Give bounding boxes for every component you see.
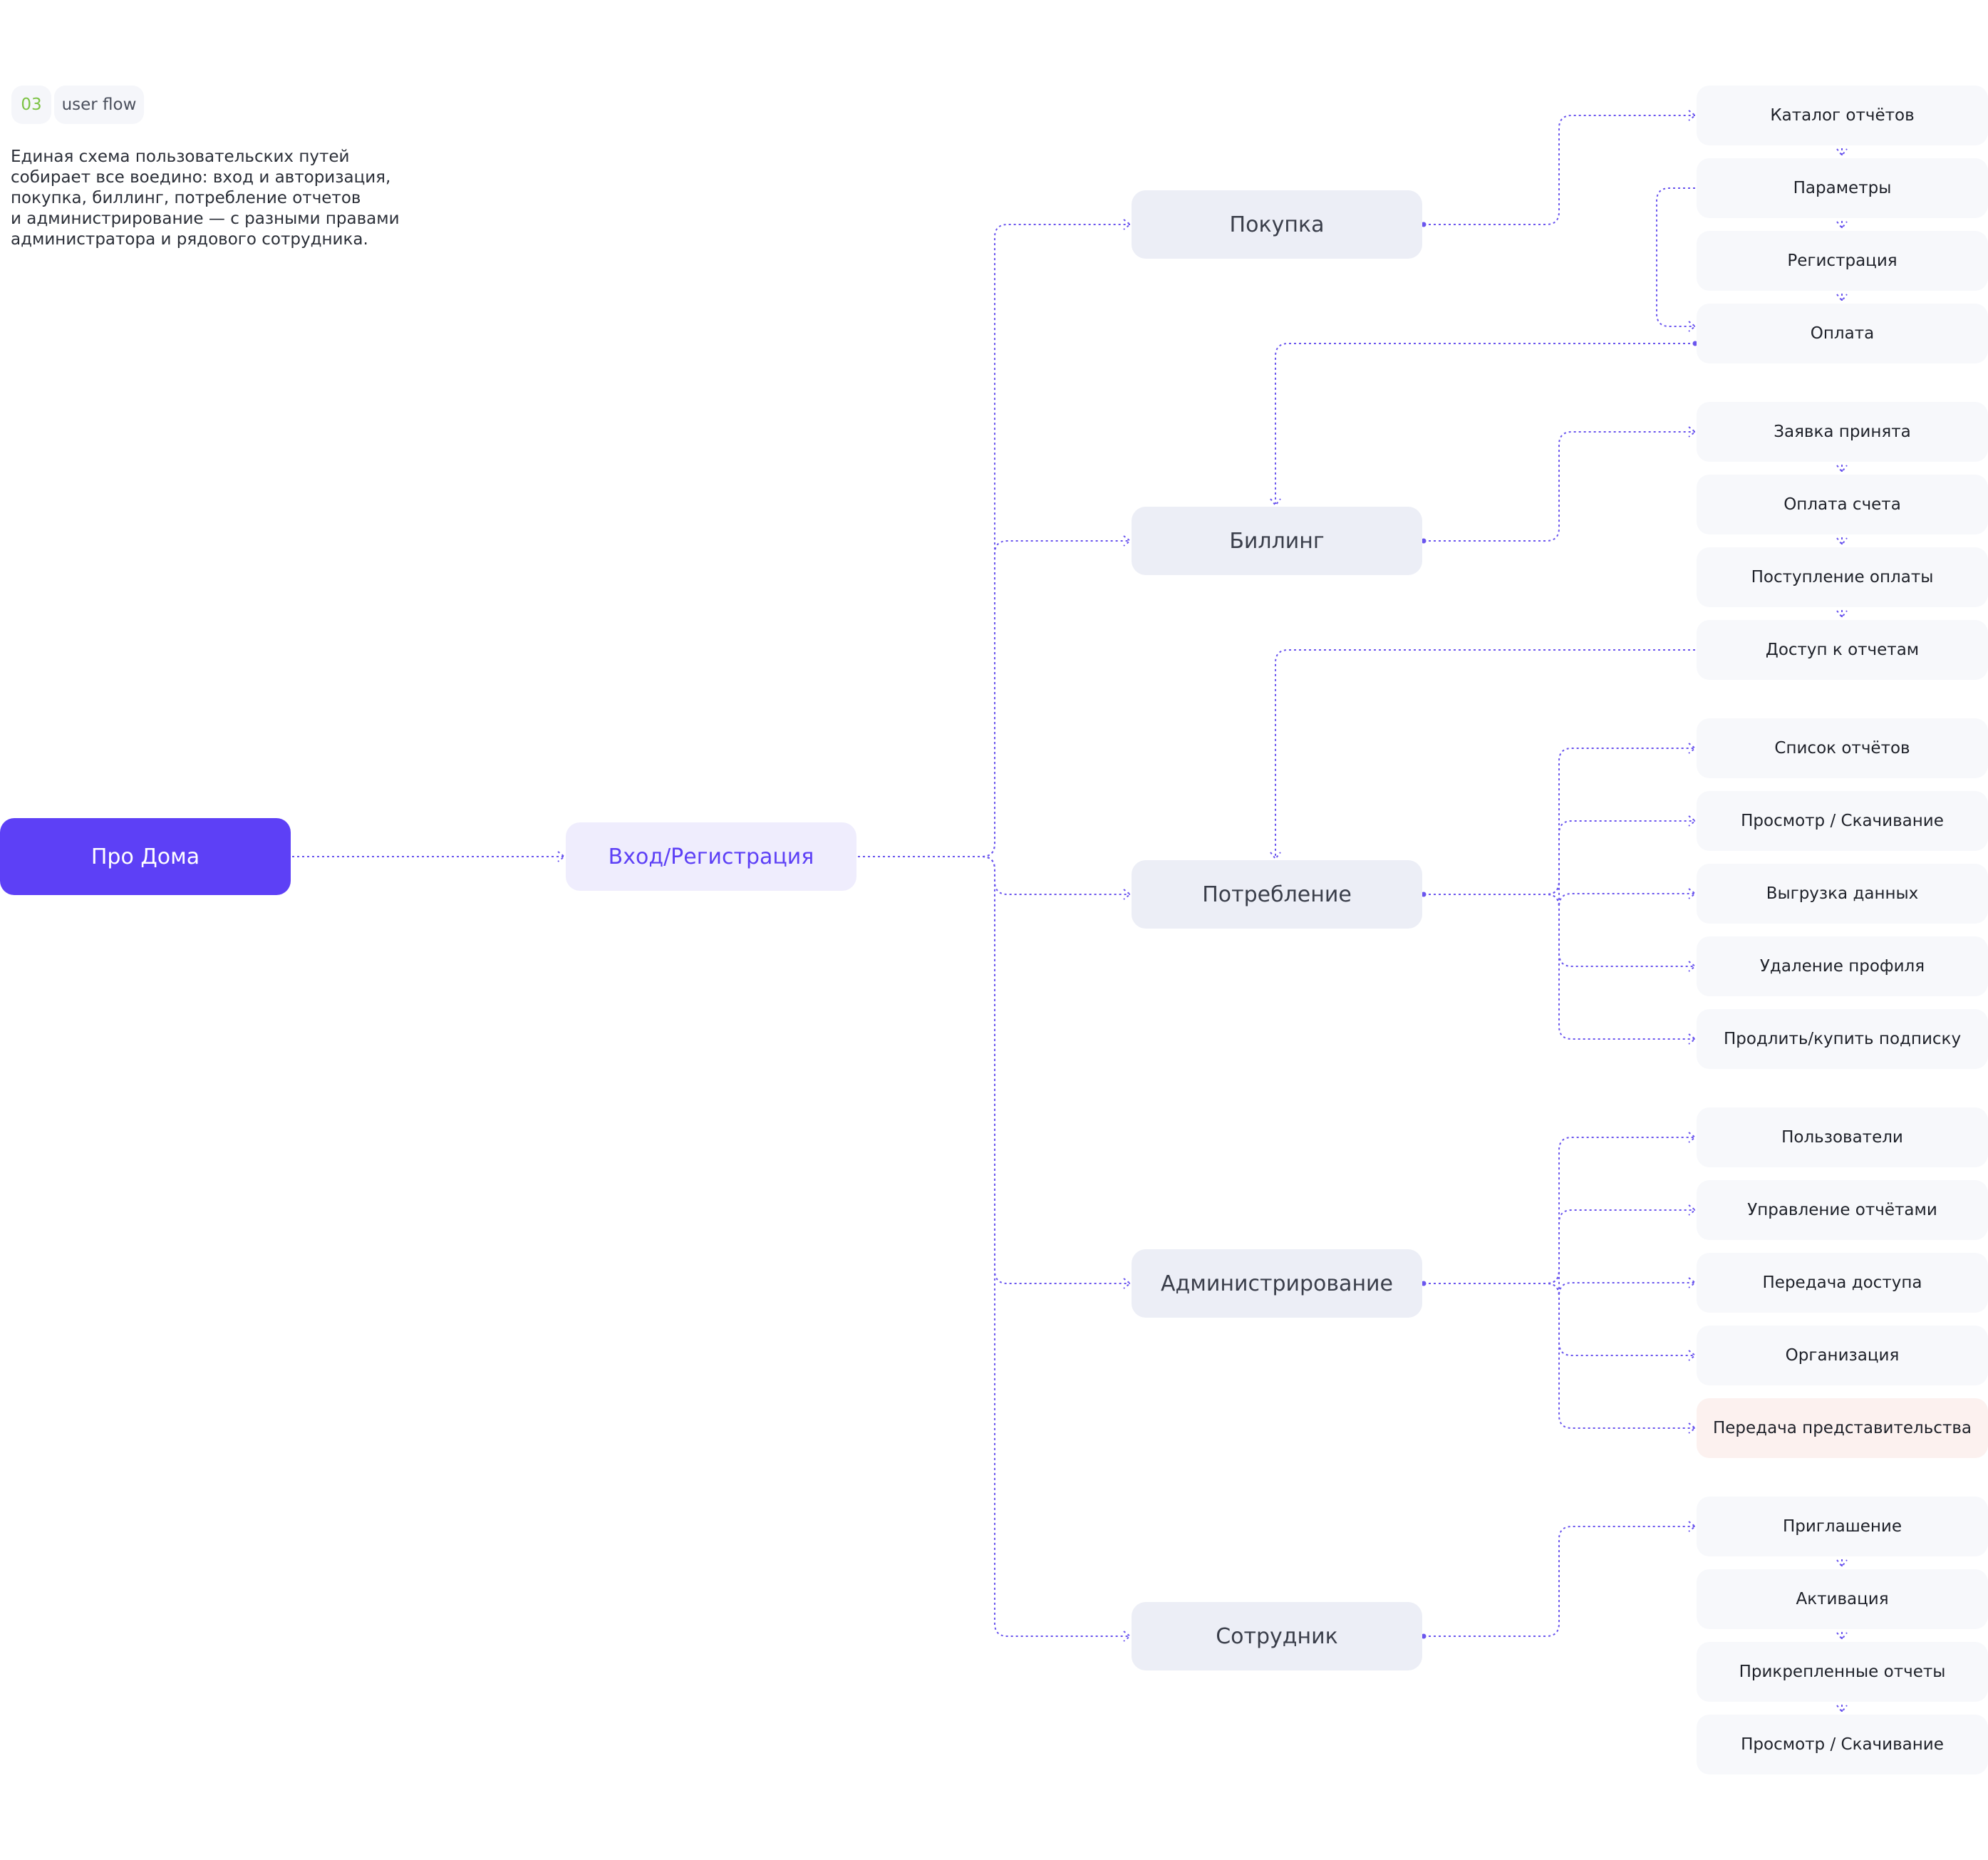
connector-28 <box>1656 187 1695 327</box>
root-node[interactable]: Про Дома <box>0 818 291 895</box>
leaf-employee-4[interactable]: Просмотр / Скачивание <box>1697 1715 1988 1774</box>
leaf-billing-2[interactable]: Оплата счета <box>1697 475 1988 534</box>
connector-24 <box>1424 1526 1695 1637</box>
auth-node[interactable]: Вход/Регистрация <box>566 822 856 891</box>
leaf-admin-5[interactable]: Передача представительства <box>1697 1398 1988 1458</box>
connector-5 <box>858 856 1130 1637</box>
arrow-down-icon <box>1270 498 1281 507</box>
leaf-billing-4[interactable]: Доступ к отчетам <box>1697 620 1988 680</box>
leaf-consumption-3[interactable]: Выгрузка данных <box>1697 864 1988 924</box>
section-employee[interactable]: Сотрудник <box>1132 1602 1422 1670</box>
connector-10 <box>1424 431 1695 542</box>
leaf-employee-1[interactable]: Приглашение <box>1697 1497 1988 1556</box>
connector-30 <box>1275 649 1695 857</box>
leaf-admin-3[interactable]: Передача доступа <box>1697 1253 1988 1313</box>
leaf-purchase-3[interactable]: Регистрация <box>1697 231 1988 291</box>
connector-23 <box>1424 1283 1695 1429</box>
connector-2 <box>858 540 1130 857</box>
leaf-admin-1[interactable]: Пользователи <box>1697 1107 1988 1167</box>
leaf-admin-4[interactable]: Организация <box>1697 1326 1988 1385</box>
leaf-billing-3[interactable]: Поступление оплаты <box>1697 547 1988 607</box>
connector-15 <box>1424 820 1695 895</box>
leaf-employee-3[interactable]: Прикрепленные отчеты <box>1697 1642 1988 1702</box>
connector-20 <box>1424 1209 1695 1284</box>
leaf-billing-1[interactable]: Заявка принята <box>1697 402 1988 462</box>
connector-6 <box>1424 115 1695 225</box>
section-label-badge: user flow <box>54 86 144 124</box>
leaf-purchase-4[interactable]: Оплата <box>1697 304 1988 363</box>
leaf-consumption-1[interactable]: Список отчётов <box>1697 718 1988 778</box>
leaf-admin-2[interactable]: Управление отчётами <box>1697 1180 1988 1240</box>
section-administration[interactable]: Администрирование <box>1132 1249 1422 1318</box>
leaf-employee-2[interactable]: Активация <box>1697 1569 1988 1629</box>
connector-14 <box>1424 748 1695 895</box>
leaf-purchase-1[interactable]: Каталог отчётов <box>1697 86 1988 145</box>
section-consumption[interactable]: Потребление <box>1132 860 1422 929</box>
section-purchase[interactable]: Покупка <box>1132 190 1422 259</box>
connector-19 <box>1424 1137 1695 1284</box>
connector-18 <box>1424 894 1695 1040</box>
connector-16 <box>1424 881 1695 907</box>
section-number-badge: 03 <box>11 86 51 124</box>
leaf-consumption-5[interactable]: Продлить/купить подписку <box>1697 1009 1988 1069</box>
connector-21 <box>1424 1270 1695 1296</box>
leaf-purchase-2[interactable]: Параметры <box>1697 158 1988 218</box>
diagram-description: Единая схема пользовательских путей соби… <box>11 148 400 249</box>
connector-1 <box>858 224 1130 857</box>
section-billing[interactable]: Биллинг <box>1132 507 1422 575</box>
connector-29 <box>1275 343 1695 504</box>
leaf-consumption-4[interactable]: Удаление профиля <box>1697 936 1988 996</box>
leaf-consumption-2[interactable]: Просмотр / Скачивание <box>1697 791 1988 851</box>
